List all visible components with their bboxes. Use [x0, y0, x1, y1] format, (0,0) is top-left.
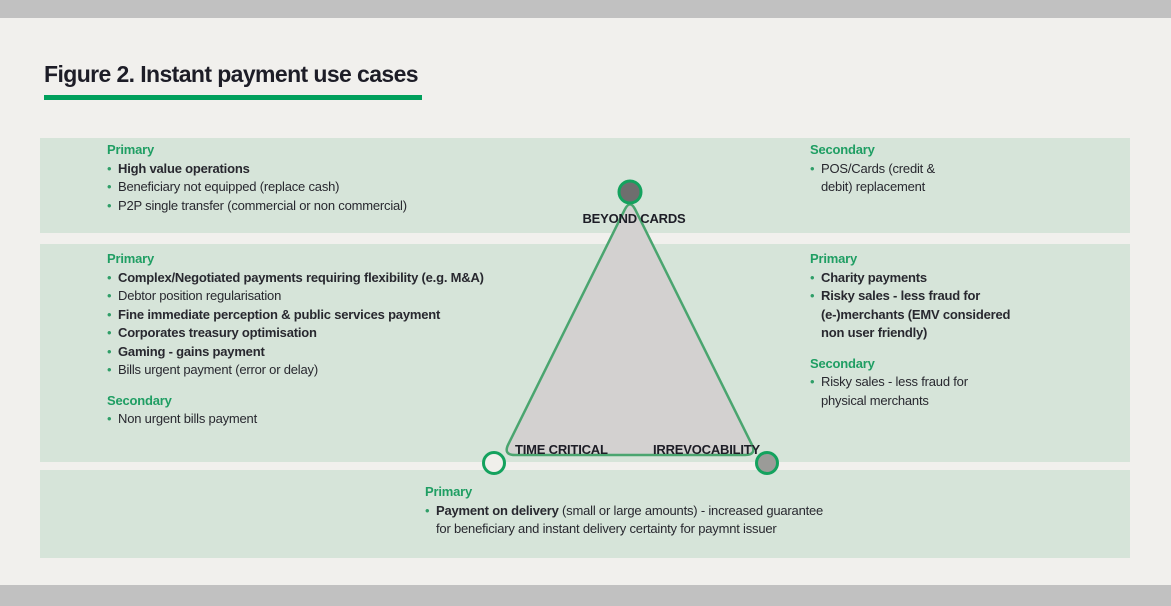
figure-title: Figure 2. Instant payment use cases: [44, 61, 419, 87]
section-primary: Primary • Payment on delivery (small or la…: [425, 483, 1065, 539]
section-heading: Secondary: [810, 142, 875, 157]
section-secondary: Secondary • POS/Cards (credit & debit) rep…: [810, 141, 1110, 197]
bullet-icon: •: [107, 160, 112, 176]
bullet-icon: •: [810, 288, 815, 303]
section-primary: Primary • Charity payments • Risky sales - l…: [810, 250, 1110, 343]
band-payment-on-delivery: [40, 470, 1130, 558]
bullet-item: • Beneficiary not equipped (replace cash): [107, 178, 727, 197]
section-primary: Primary • Complex/Negotiated payments requ…: [107, 250, 727, 380]
bullet-text: Complex/Negotiated payments requiring fl…: [118, 269, 484, 285]
beyond-cards-label: BEYOND CARDS: [582, 211, 686, 226]
title-underline: [44, 95, 422, 100]
bullet-icon: •: [107, 362, 112, 377]
bullet-text: High value operations: [118, 160, 250, 176]
bullet-icon: •: [107, 343, 112, 359]
bullet-icon: •: [107, 411, 112, 426]
bullet-text: Non urgent bills payment: [118, 411, 257, 426]
section-heading: Primary: [107, 251, 155, 266]
bullet-item: • Charity payments: [810, 269, 1110, 288]
bullet-icon: •: [107, 288, 112, 303]
bullet-text: Gaming - gains payment: [118, 343, 265, 359]
bullet-icon: •: [810, 374, 815, 389]
bullet-item: • Bills urgent payment (error or delay): [107, 361, 727, 380]
bullet-text: P2P single transfer (commercial or non c…: [118, 197, 407, 213]
section-secondary: Secondary • Risky sales - less fraud for p…: [810, 355, 1110, 411]
bullet-text: Bills urgent payment (error or delay): [118, 362, 318, 377]
textblock-beyond-cards-secondary: Secondary • POS/Cards (credit & debit) rep…: [810, 141, 1110, 197]
bullet-icon: •: [107, 269, 112, 285]
bullet-text: Risky sales - less fraud for (e-)merchan…: [821, 288, 1011, 340]
textblock-time-critical: Primary • Complex/Negotiated payments requ…: [107, 250, 727, 429]
bullet-item: • Gaming - gains payment: [107, 343, 727, 362]
time-critical-label: TIME CRITICAL: [515, 442, 608, 457]
section-heading: Primary: [425, 484, 473, 499]
section-heading: Secondary: [810, 355, 875, 371]
textblock-beyond-cards-primary: Primary • High value operations • Beneficiar…: [107, 141, 727, 215]
section-heading: Secondary: [107, 392, 172, 408]
bullet-text: Charity payments: [821, 269, 927, 285]
bullet-item: • P2P single transfer (commercial or non …: [107, 197, 727, 216]
textblock-payment-on-delivery: Primary • Payment on delivery (small or la…: [425, 483, 1065, 539]
bullet-icon: •: [107, 306, 112, 322]
irrevocability-label: IRREVOCABILITY: [653, 442, 760, 457]
bullet-item: • Debtor position regularisation: [107, 287, 727, 306]
bullet-icon: •: [107, 325, 112, 340]
bullet-text: Risky sales - less fraud for physical me…: [821, 374, 968, 408]
section-heading: Primary: [810, 251, 858, 266]
bullet-item: • High value operations: [107, 160, 727, 179]
textblock-irrevocability: Primary • Charity payments • Risky sales - l…: [810, 250, 1110, 410]
bullet-text: Debtor position regularisation: [118, 288, 282, 303]
bullet-icon: •: [107, 179, 112, 194]
bullet-item: • POS/Cards (credit & debit) replacement: [810, 160, 1110, 197]
bullet-text: Corporates treasury optimisation: [118, 325, 317, 340]
bullet-icon: •: [810, 160, 815, 176]
bullet-item: • Fine immediate perception & public serv…: [107, 306, 727, 325]
top-border-bar: [0, 0, 1171, 18]
bullet-item: • Non urgent bills payment: [107, 410, 727, 429]
bullet-text: Fine immediate perception & public servi…: [118, 306, 441, 322]
bullet-icon: •: [810, 269, 815, 285]
bullet-text: Payment on delivery (small or large amou…: [436, 502, 824, 537]
bullet-text: Beneficiary not equipped (replace cash): [118, 179, 340, 194]
section-secondary: Secondary • Non urgent bills payment: [107, 392, 727, 429]
bullet-item: • Risky sales - less fraud for physical m…: [810, 373, 1110, 410]
section-heading: Primary: [107, 142, 155, 157]
bullet-item: • Payment on delivery (small or large amo…: [425, 502, 1065, 539]
bullet-icon: •: [425, 502, 430, 518]
bullet-text: POS/Cards (credit & debit) replacement: [821, 160, 935, 195]
bottom-border-bar: [0, 585, 1171, 606]
bullet-item: • Risky sales - less fraud for (e-)mercha…: [810, 287, 1110, 343]
bullet-item: • Complex/Negotiated payments requiring f…: [107, 269, 727, 288]
section-primary: Primary • High value operations • Beneficiar…: [107, 141, 727, 215]
bullet-item: • Corporates treasury optimisation: [107, 324, 727, 343]
bullet-icon: •: [107, 197, 112, 213]
